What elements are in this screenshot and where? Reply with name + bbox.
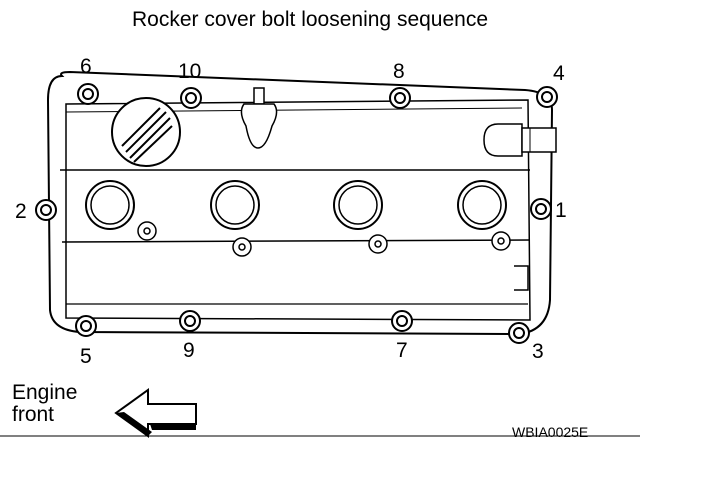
cover-studs: [137, 221, 511, 257]
bolt-label-2: 2: [15, 200, 27, 223]
bolt-7: [391, 310, 413, 332]
bolt-8: [389, 87, 411, 109]
bolt-label-7: 7: [396, 339, 408, 362]
bolt-6: [77, 83, 99, 105]
bolt-label-8: 8: [393, 60, 405, 83]
bolt-9: [179, 310, 201, 332]
spark-plug-holes: [85, 180, 507, 230]
bolt-label-4: 4: [553, 62, 565, 85]
engine-front-line2: front: [12, 403, 55, 426]
bolt-label-6: 6: [80, 55, 92, 78]
bolt-label-9: 9: [183, 339, 195, 362]
engine-front-label: Engine front: [12, 382, 77, 426]
figure-code: WBIA0025E: [512, 424, 589, 440]
bolt-label-3: 3: [532, 340, 544, 363]
bolt-label-1: 1: [555, 199, 567, 222]
oil-filler-cap: [111, 97, 181, 167]
bolt-label-10: 10: [178, 60, 201, 83]
bolt-5: [75, 315, 97, 337]
bolt-3: [508, 322, 530, 344]
breather-fitting: [483, 123, 557, 157]
bolt-4: [536, 86, 558, 108]
pcv-valve: [240, 87, 278, 149]
bolt-label-5: 5: [80, 345, 92, 368]
bolt-2: [35, 199, 57, 221]
engine-front-arrow: [114, 388, 197, 438]
bolt-10: [180, 87, 202, 109]
rocker-cover-outline: [46, 70, 554, 336]
cover-bolts: [35, 83, 558, 344]
diagram-title: Rocker cover bolt loosening sequence: [131, 8, 489, 31]
engine-front-line1: Engine: [12, 381, 78, 404]
bolt-1: [530, 198, 552, 220]
